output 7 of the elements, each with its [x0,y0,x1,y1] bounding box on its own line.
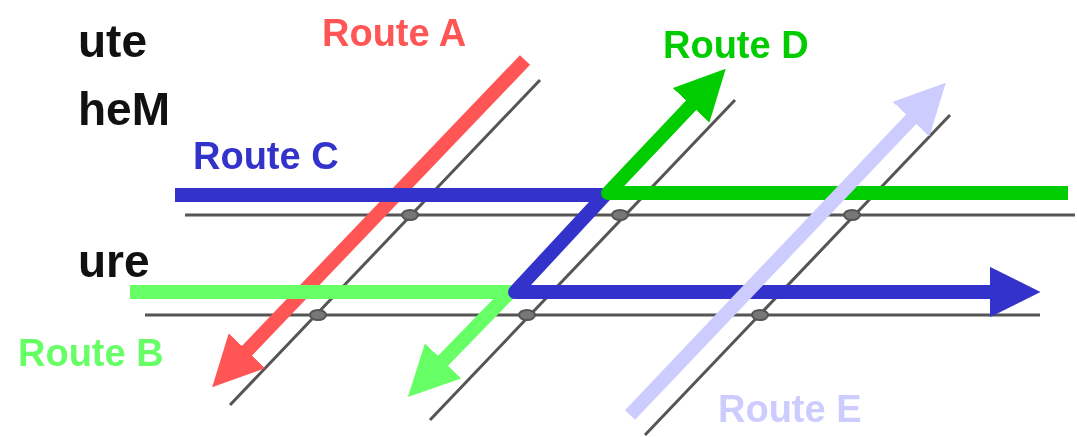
route-label: Route C [193,137,339,175]
heading-text: heM [78,86,170,132]
route-label: Route B [18,334,164,372]
route-label: Route D [663,26,809,64]
heading-text: ute [78,18,147,64]
heading-text: ure [78,238,150,284]
route-label: Route A [322,14,467,52]
